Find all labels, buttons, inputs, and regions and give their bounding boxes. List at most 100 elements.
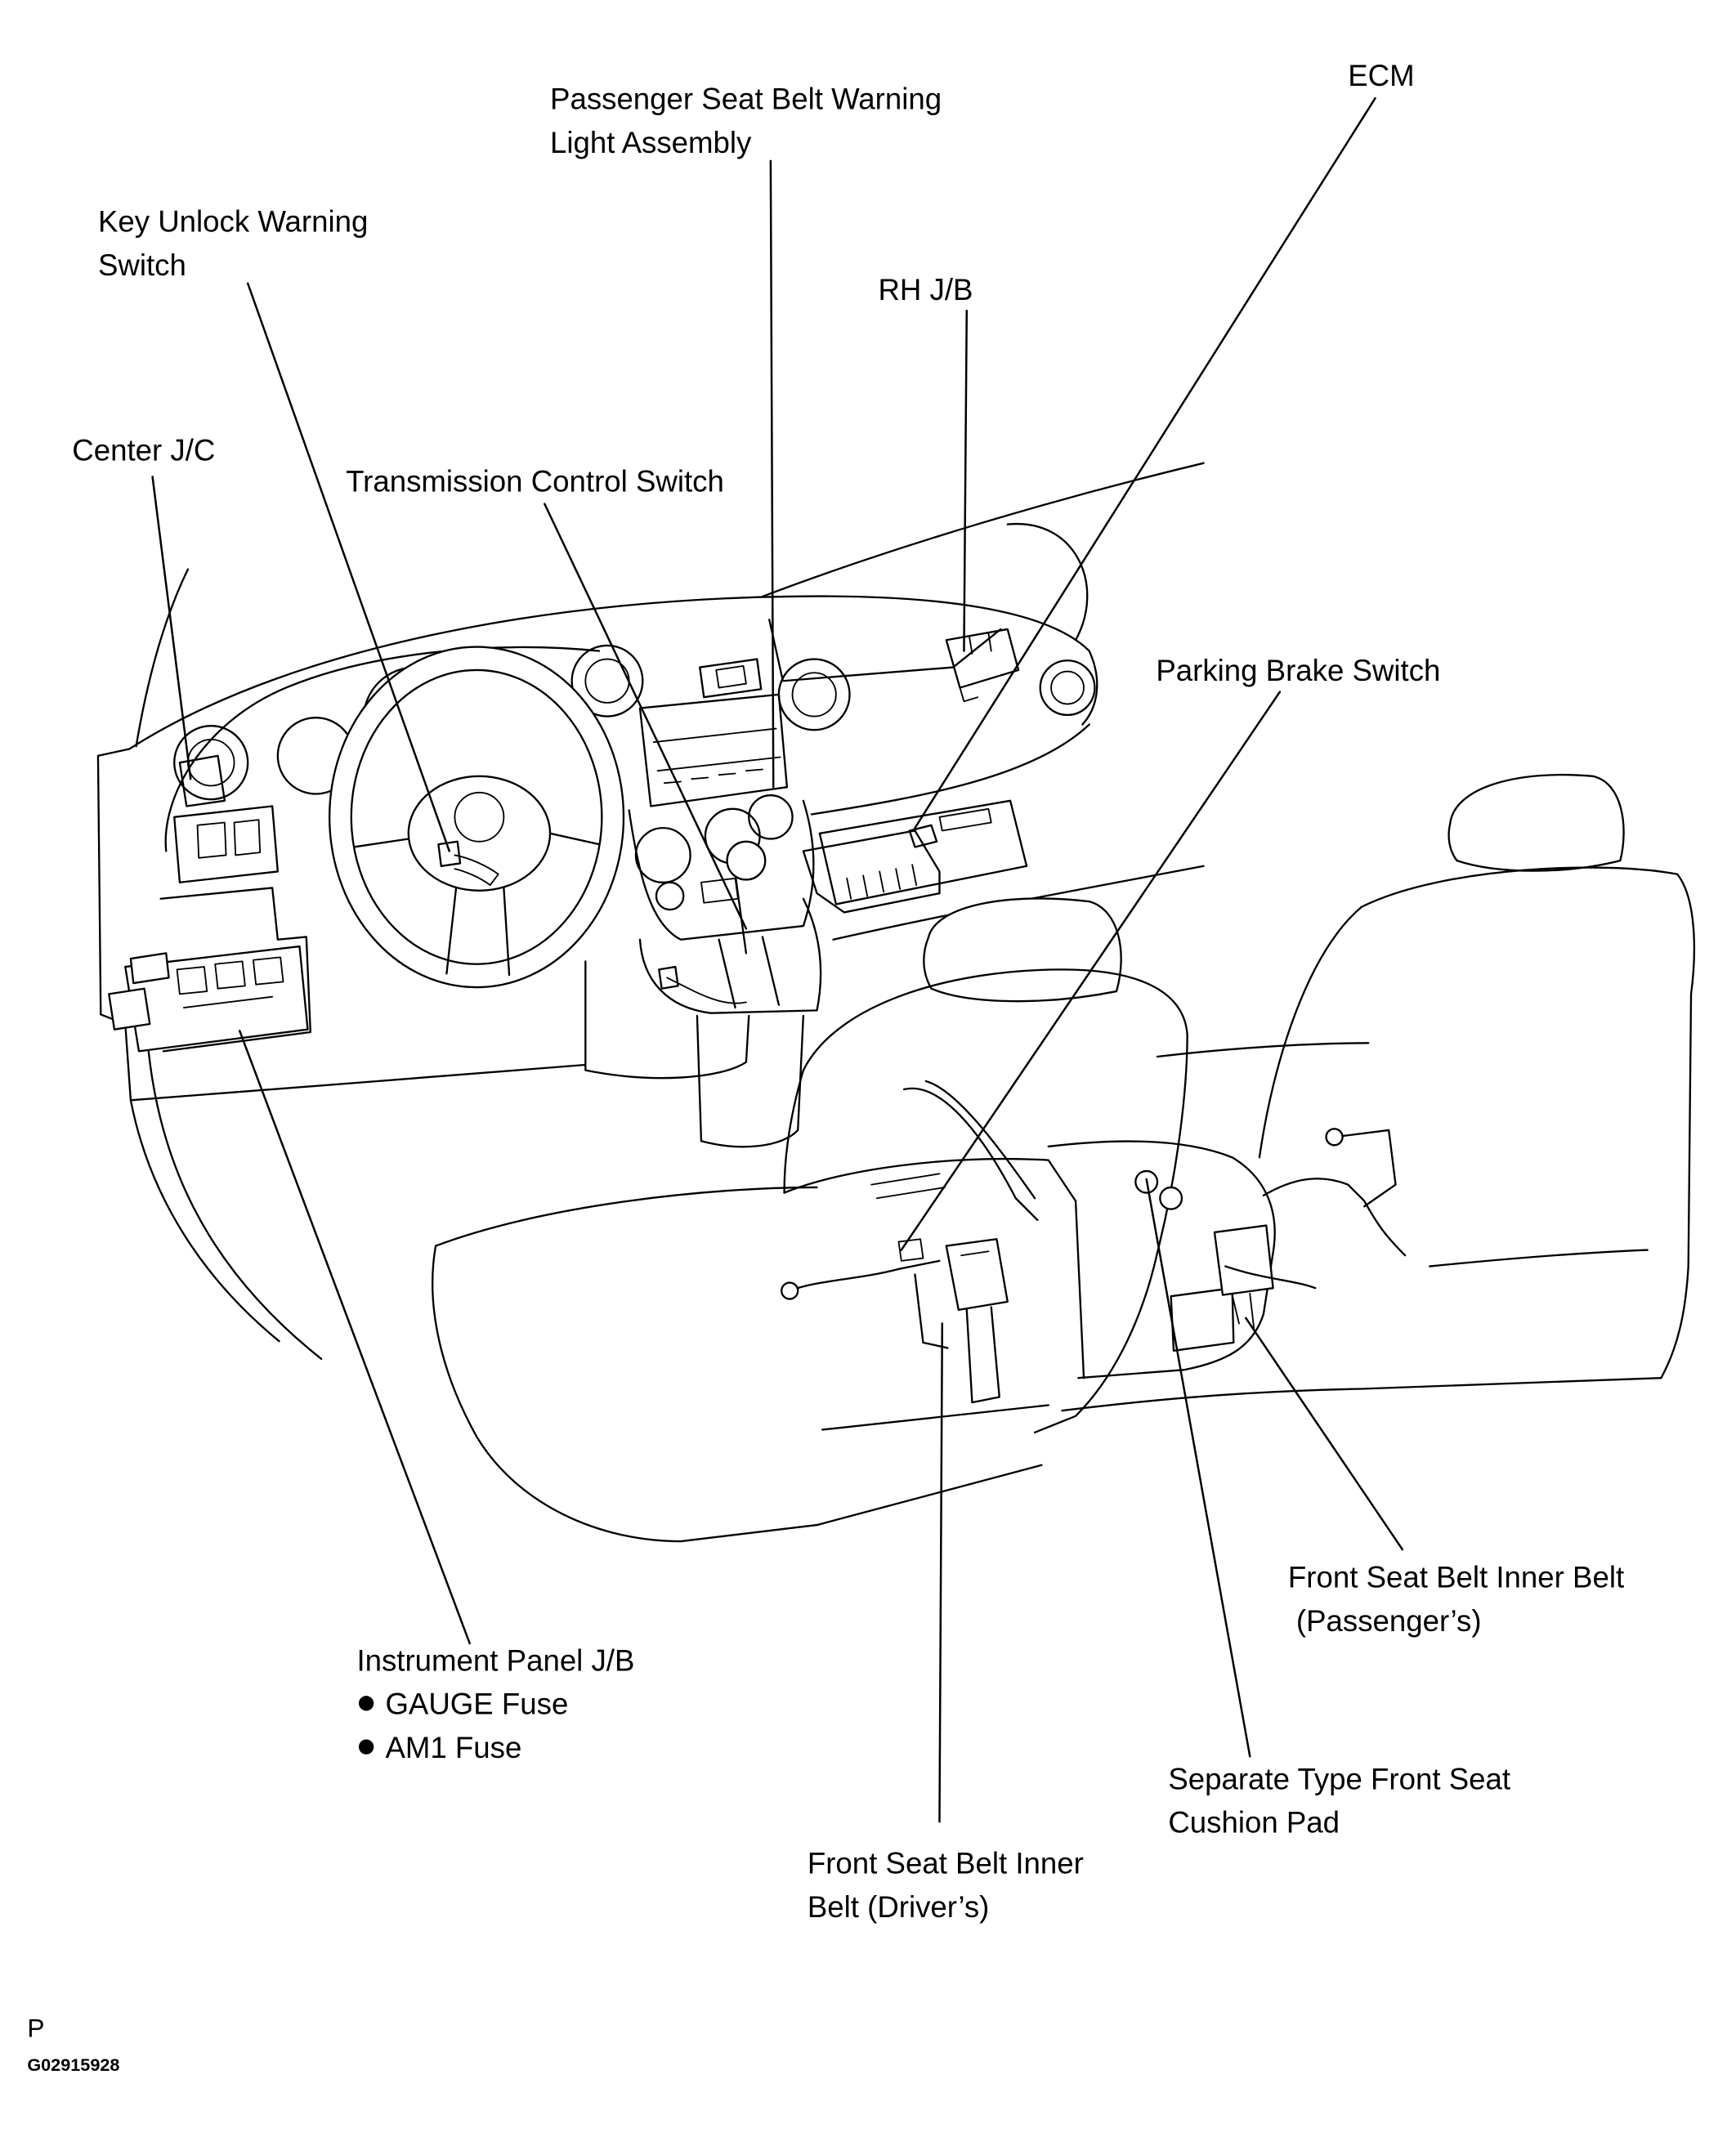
figure-footer: P G02915928: [27, 2013, 119, 2075]
transmission-control-switch-connector: [658, 965, 679, 990]
left-switch-panel: [173, 805, 280, 883]
driver-seat-harness: [789, 1259, 949, 1349]
driver-seat-cushion: [432, 1245, 1043, 1543]
shift-console: [584, 840, 822, 1148]
shift-knob: [726, 840, 767, 881]
rh-jb-unit: [945, 628, 1020, 689]
climate-knob-left: [634, 826, 691, 883]
label-passenger-seat-belt-warning-light-line2: Light Assembly: [550, 126, 752, 159]
left-a-pillar: [135, 568, 190, 748]
steering-wheel-rim-inner: [350, 668, 603, 965]
center-stack: [628, 693, 815, 941]
passenger-seat-cushion-side: [1429, 1249, 1649, 1267]
audio-unit-slots: [652, 727, 781, 772]
label-transmission-control-switch: Transmission Control Switch: [346, 465, 724, 498]
leader-line-rh-jb: [963, 309, 969, 652]
seat-belt-hardware: [781, 1128, 1407, 1404]
seat-belt-warning-light-assembly: [699, 658, 763, 699]
label-key-unlock-warning-switch-line2: Switch: [98, 248, 186, 282]
passenger-seat-cushion: [1061, 1376, 1662, 1412]
steering-wheel-spokes: [352, 832, 601, 977]
driver-seat-headrest: [923, 897, 1122, 1003]
instrument-panel-jb-relay: [108, 987, 151, 1031]
bullet-icon: [358, 1739, 374, 1755]
label-front-seat-belt-inner-belt-passenger-line2: (Passenger’s): [1296, 1604, 1482, 1638]
floor-console-storage: [1170, 1287, 1235, 1352]
left-lower-panel: [159, 887, 311, 1053]
center-jc-unit: [178, 754, 226, 807]
leader-line-front-seat-belt-inner-belt-driver: [938, 1322, 944, 1823]
leader-line-instrument-panel-jb: [238, 1030, 471, 1645]
leader-line-ecm: [914, 96, 1376, 829]
leader-line-parking-brake-switch: [900, 691, 1282, 1251]
windshield-top-edge: [761, 462, 1205, 598]
label-key-unlock-warning-switch-line1: Key Unlock Warning: [98, 204, 368, 238]
ecm-unit: [802, 829, 941, 914]
vents-and-gauges: [173, 644, 1096, 801]
audio-unit: [638, 693, 789, 807]
passenger-seat-harness: [1224, 1129, 1407, 1290]
center-vent-right: [777, 658, 851, 731]
driver-harness-connector: [781, 1281, 799, 1300]
lower-console-box: [584, 960, 750, 1080]
driver-buckle-slot: [960, 1250, 990, 1257]
dash-left-lower-sweep: [145, 1034, 323, 1361]
center-vent-left: [570, 644, 644, 718]
floor-console-rear: [1047, 1140, 1276, 1379]
left-vent: [173, 725, 249, 801]
right-vent: [1039, 659, 1096, 717]
leader-line-cushion-pad: [1145, 1178, 1251, 1758]
label-gauge-fuse: GAUGE Fuse: [385, 1688, 568, 1721]
driver-seat-backrest: [802, 968, 1188, 1433]
leader-lines: [151, 96, 1404, 1823]
label-front-seat-belt-inner-belt-passenger-line1: Front Seat Belt Inner Belt: [1288, 1561, 1624, 1594]
glove-box: [818, 799, 1028, 905]
passenger-harness-connector: [1325, 1128, 1344, 1147]
dash-right-face: [810, 723, 1090, 816]
label-ecm: ECM: [1348, 59, 1414, 92]
parking-brake-lever: [902, 1080, 1039, 1222]
label-rh-jb: RH J/B: [878, 273, 973, 306]
console-trim: [870, 1173, 946, 1200]
vehicle-interior-illustration: [96, 462, 1695, 1543]
knee-panel: [696, 1014, 805, 1148]
windshield-frame: [135, 462, 1205, 748]
figure-id: G02915928: [27, 2054, 119, 2075]
center-stack-bezel: [628, 799, 815, 941]
passenger-inner-belt-buckle: [1213, 1224, 1274, 1296]
floor-console: [783, 1080, 1276, 1379]
electrical-components: [108, 628, 1020, 1053]
label-front-seat-belt-inner-belt-driver-line1: Front Seat Belt Inner: [808, 1847, 1084, 1880]
rh-jb-bracket: [959, 633, 992, 703]
dash-left-inner-sweep: [129, 1099, 280, 1343]
steering-wheel-rim-outer: [328, 646, 625, 989]
climate-knob-right: [748, 794, 794, 840]
shift-gate: [718, 936, 781, 1009]
leader-line-key-unlock-warning-switch: [246, 282, 450, 852]
left-switch-buttons: [196, 819, 262, 859]
shift-surround: [638, 897, 822, 1014]
label-cushion-pad-line1: Separate Type Front Seat: [1168, 1762, 1510, 1795]
driver-seat-cushion-top: [434, 1186, 818, 1247]
parking-brake-switch-body: [897, 1238, 924, 1262]
passenger-seat: [1061, 773, 1695, 1412]
audio-unit-buttons: [664, 768, 763, 785]
defroster-panel: [768, 619, 1002, 682]
page-code: P: [27, 2013, 44, 2042]
shift-lever: [734, 873, 748, 955]
driver-seat-backrest-edge: [783, 1069, 805, 1194]
label-am1-fuse: AM1 Fuse: [385, 1731, 521, 1764]
right-vent-inner: [1050, 670, 1085, 705]
label-parking-brake-switch: Parking Brake Switch: [1156, 654, 1440, 687]
passenger-seat-backrest-edge: [1258, 905, 1363, 1159]
floor-console-side: [1074, 1200, 1085, 1379]
floor-console-front: [783, 1157, 1077, 1202]
ecm-ribs: [846, 864, 918, 900]
center-vent-left-inner: [584, 658, 630, 704]
instrument-panel-jb-relay-upper: [129, 952, 170, 985]
left-vent-inner: [186, 738, 235, 787]
dash-top-edge: [128, 595, 1098, 750]
transmission-control-switch-harness: [666, 977, 747, 1004]
driver-seat: [432, 897, 1188, 1543]
